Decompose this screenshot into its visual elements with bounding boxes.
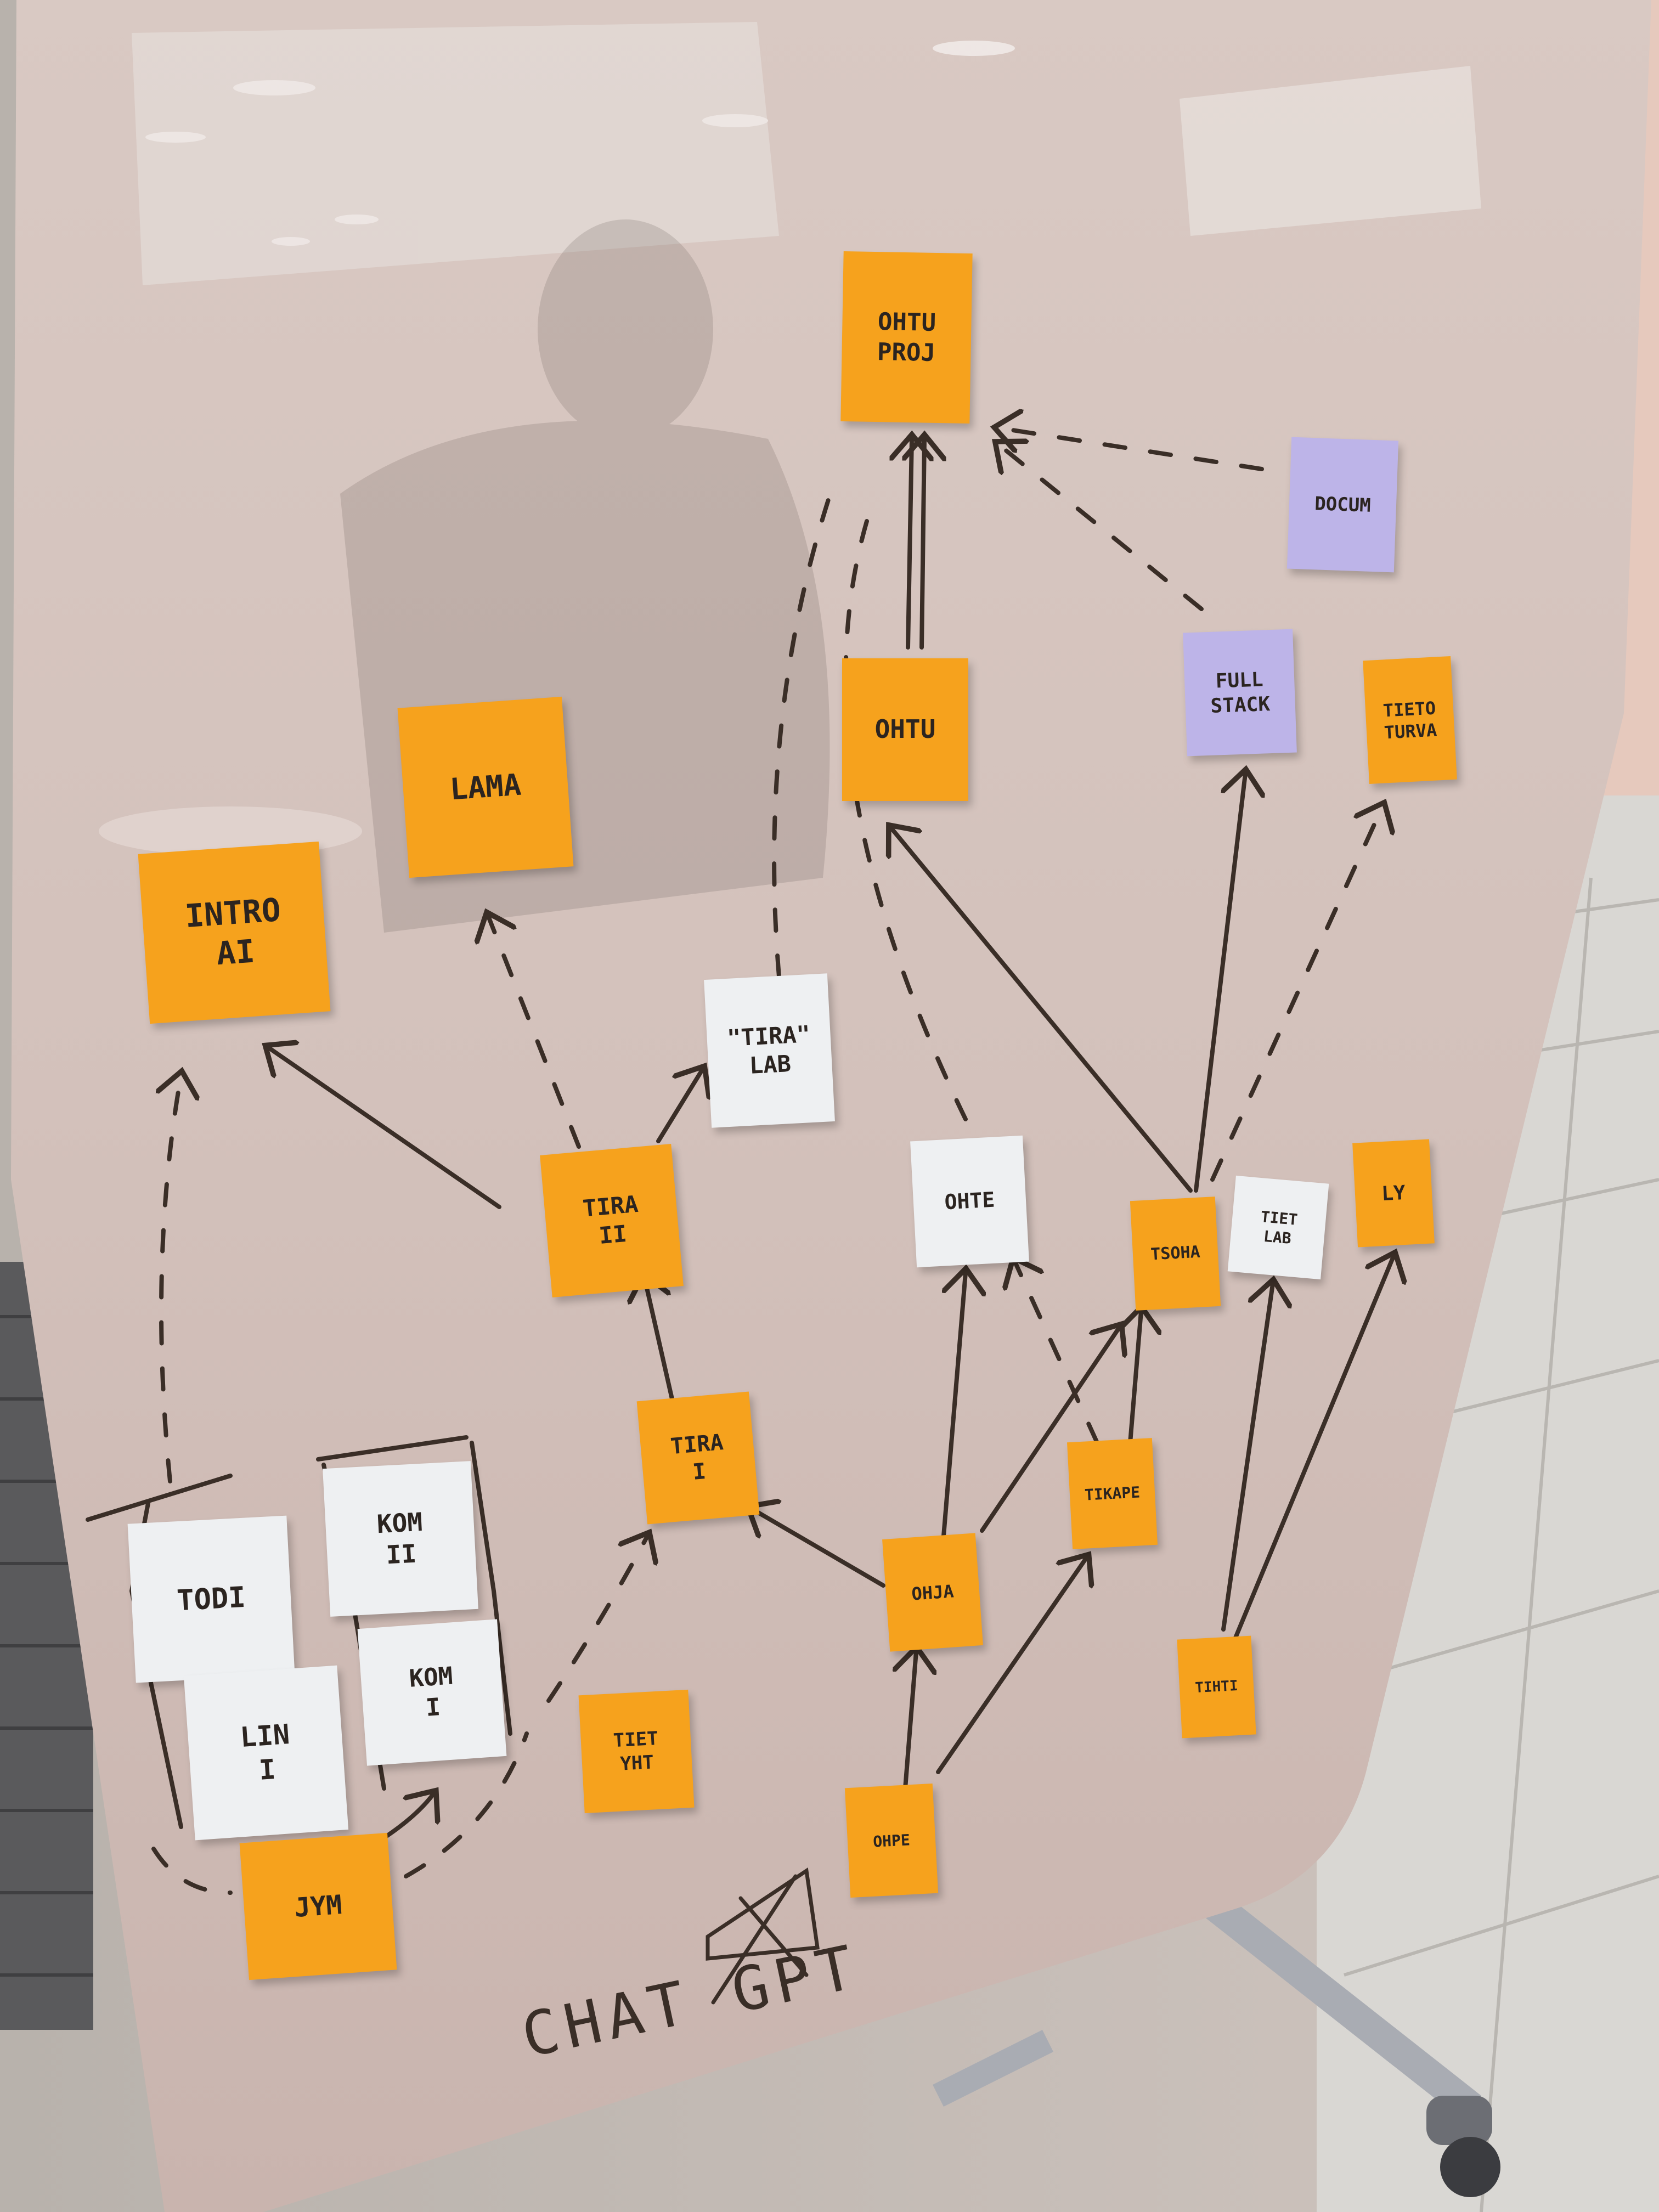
triangle-doodle — [706, 1867, 820, 2005]
note-ohja: OHJA — [882, 1533, 983, 1652]
note-tira-lab: "TIRA" LAB — [704, 973, 835, 1128]
note-tiet-lab: TIET LAB — [1227, 1175, 1329, 1280]
board-stand — [933, 1893, 1500, 2197]
ceiling-reflection — [99, 22, 1481, 856]
note-docum: DOCUM — [1286, 437, 1399, 573]
note-tiet-yht: TIET YHT — [578, 1689, 695, 1814]
note-ohtu: OHTU — [842, 658, 968, 801]
note-lin-i: LIN I — [183, 1665, 349, 1841]
note-tsoha: TSOHA — [1130, 1197, 1221, 1311]
note-ly: LY — [1352, 1139, 1435, 1248]
note-tieto-turva: TIETO TURVA — [1363, 656, 1457, 785]
note-lama: LAMA — [397, 696, 574, 878]
note-todi: TODI — [127, 1515, 295, 1683]
note-kom-ii: KOM II — [323, 1461, 478, 1617]
note-tira-ii: TIRA II — [540, 1144, 684, 1297]
note-ohtu-proj: OHTU PROJ — [840, 251, 973, 424]
note-tira-i: TIRA I — [636, 1391, 760, 1525]
note-tiht: TIHTI — [1177, 1635, 1256, 1739]
note-tikape: TIKAPE — [1067, 1438, 1158, 1549]
note-kom-i: KOM I — [357, 1619, 507, 1766]
note-full-stack: FULL STACK — [1183, 629, 1297, 757]
note-ohte: OHTE — [910, 1135, 1029, 1268]
note-ohpe: OHPE — [844, 1783, 939, 1898]
note-intro-ai: INTRO AI — [138, 841, 331, 1024]
note-jym: JYM — [239, 1832, 397, 1980]
dashed-arrows — [151, 428, 1383, 1895]
